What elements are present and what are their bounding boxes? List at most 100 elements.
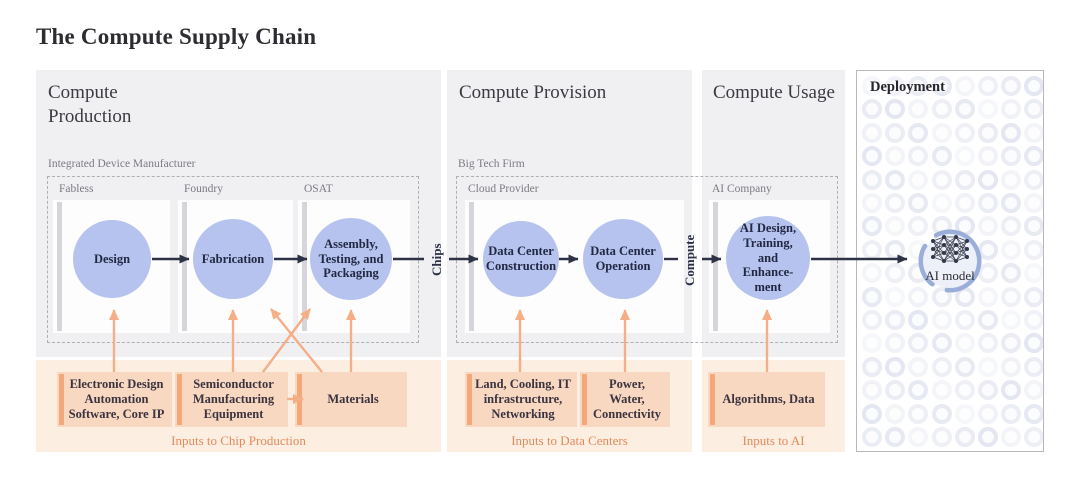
ring <box>1024 122 1043 143</box>
ring <box>1024 427 1043 447</box>
ring <box>862 286 882 307</box>
label-fabless: Fabless <box>59 183 94 195</box>
ring <box>954 356 975 377</box>
ring <box>1024 193 1043 213</box>
ring <box>1001 193 1022 213</box>
ai-model-label: AI model <box>925 268 975 283</box>
ring <box>908 333 929 354</box>
ring <box>885 380 906 401</box>
ring <box>954 380 975 401</box>
ring <box>908 286 929 307</box>
input-accent-bar <box>177 374 182 425</box>
caption-inputs-chip-production: Inputs to Chip Production <box>171 433 306 448</box>
ring <box>862 380 882 401</box>
ring <box>931 146 952 167</box>
ring <box>978 193 998 213</box>
ring <box>908 380 929 401</box>
ring <box>931 122 952 143</box>
input-box-label: Power, Water, Connectivity <box>592 377 662 421</box>
input-box-label: Electronic Design Automation Software, C… <box>68 377 165 421</box>
ring <box>908 99 929 120</box>
ring <box>931 380 952 401</box>
ring <box>885 76 906 96</box>
ring <box>1024 263 1043 284</box>
ring <box>885 169 906 190</box>
ring <box>885 403 906 424</box>
ring <box>954 403 975 424</box>
ring <box>908 403 929 424</box>
ring <box>908 193 929 213</box>
ring <box>885 333 906 354</box>
ring <box>1024 333 1043 354</box>
ring <box>931 310 952 330</box>
label-integrated-device-manufacturer: Integrated Device Manufacturer <box>48 158 196 170</box>
ring <box>862 99 882 120</box>
ring <box>1001 76 1022 96</box>
card-accent-bar <box>713 202 718 331</box>
heading-compute-usage: Compute Usage <box>713 82 835 103</box>
ring <box>862 216 882 237</box>
ring <box>885 99 906 120</box>
ring <box>908 216 929 237</box>
ring <box>978 333 998 354</box>
ring <box>1001 169 1022 190</box>
ring <box>862 239 882 260</box>
ring <box>978 356 998 377</box>
ring <box>931 169 952 190</box>
input-accent-bar <box>710 374 715 425</box>
ring <box>978 427 998 447</box>
ring <box>885 263 906 284</box>
input-box-algorithms-data: Algorithms, Data <box>708 372 825 427</box>
ring <box>1001 403 1022 424</box>
ring <box>1024 146 1043 167</box>
ring <box>908 169 929 190</box>
input-accent-bar <box>59 374 64 425</box>
ring <box>885 216 906 237</box>
ring <box>1001 216 1022 237</box>
ring <box>908 122 929 143</box>
ring <box>954 146 975 167</box>
heading-compute-provision: Compute Provision <box>459 82 607 103</box>
ring <box>1001 146 1022 167</box>
input-box-eda-software: Electronic Design Automation Software, C… <box>57 372 172 427</box>
ring <box>908 356 929 377</box>
ring <box>862 122 882 143</box>
card-accent-bar <box>57 202 62 331</box>
node-data-center-operation: Data Center Operation <box>583 219 663 299</box>
ring <box>862 146 882 167</box>
ring <box>954 333 975 354</box>
node-ai-design-training: AI Design, Training, and Enhance-ment <box>726 216 810 300</box>
ring <box>978 263 998 284</box>
ring <box>954 169 975 190</box>
ring <box>885 286 906 307</box>
node-assembly-testing-packaging: Assembly, Testing, and Packaging <box>310 218 392 300</box>
ring <box>862 333 882 354</box>
ring <box>978 169 998 190</box>
input-accent-bar <box>297 374 302 425</box>
flow-label-compute: Compute <box>682 234 697 286</box>
ring <box>1024 216 1043 237</box>
heading-deployment: Deployment <box>870 79 945 95</box>
label-ai-company: AI Company <box>712 183 772 195</box>
input-box-materials: Materials <box>295 372 407 427</box>
ring <box>1001 356 1022 377</box>
input-accent-bar <box>467 374 472 425</box>
ring <box>885 193 906 213</box>
ring <box>862 427 882 447</box>
caption-inputs-ai: Inputs to AI <box>742 433 805 448</box>
ring <box>931 99 952 120</box>
ring <box>908 146 929 167</box>
ring <box>954 310 975 330</box>
ring <box>862 403 882 424</box>
ring <box>978 122 998 143</box>
input-box-power-water: Power, Water, Connectivity <box>580 372 670 427</box>
ring <box>1024 76 1043 96</box>
neural-network-icon <box>931 235 969 263</box>
caption-inputs-data-centers: Inputs to Data Centers <box>511 433 628 448</box>
ring <box>885 427 906 447</box>
ring <box>978 146 998 167</box>
page-title: The Compute Supply Chain <box>36 24 317 49</box>
label-cloud-provider: Cloud Provider <box>468 183 539 195</box>
ring <box>908 76 929 96</box>
